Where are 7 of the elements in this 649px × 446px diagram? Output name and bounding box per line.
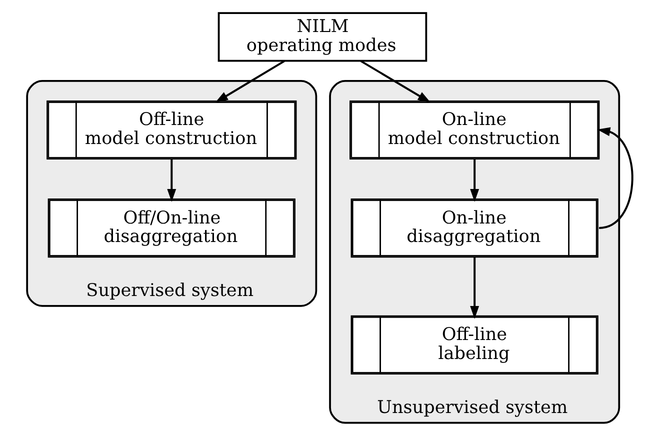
arrow <box>166 159 176 202</box>
arrow <box>470 159 479 202</box>
arrow <box>596 127 633 230</box>
arrow <box>360 60 430 103</box>
arrow <box>214 60 284 103</box>
node-box: NILM operating modes <box>217 12 427 62</box>
arrow <box>470 256 479 319</box>
